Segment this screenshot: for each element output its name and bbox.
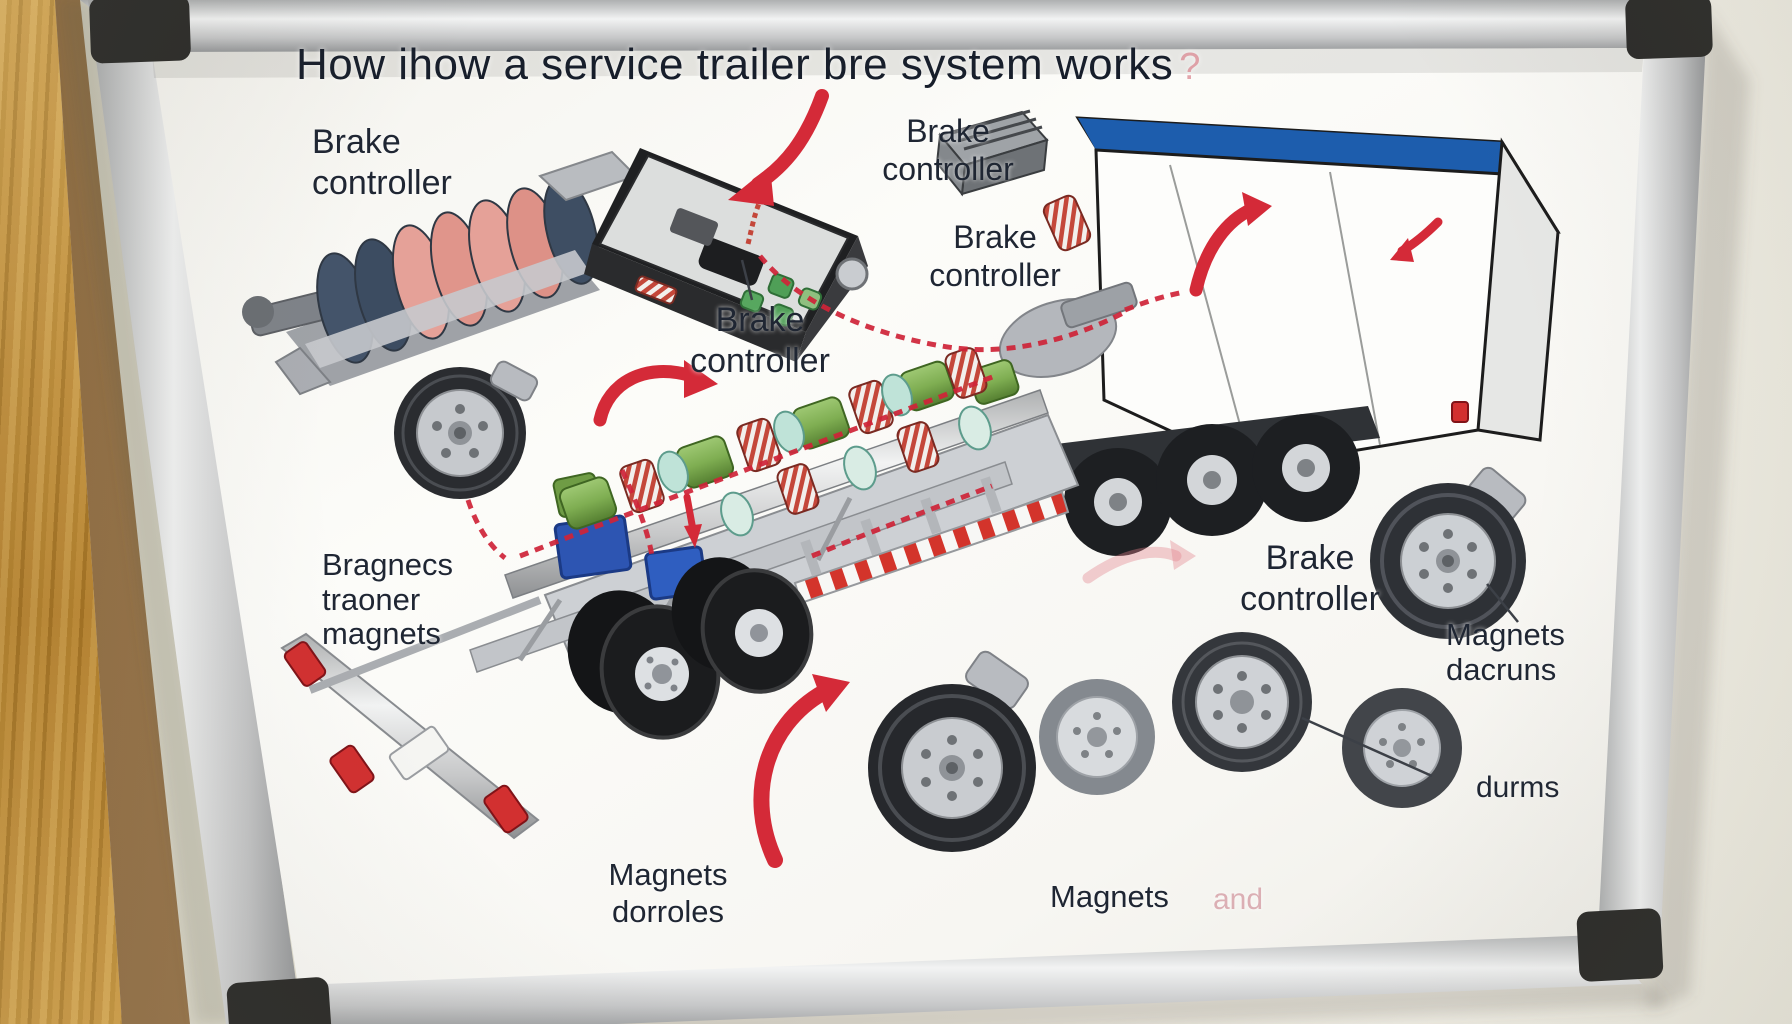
trailer-wheels [567, 557, 814, 740]
brake-magnet-row-lower [720, 405, 992, 537]
truck-wheels [1064, 414, 1360, 556]
red-flow-arrows [593, 89, 1443, 868]
frame-corner-caps [89, 0, 1713, 1024]
brake-drums [868, 466, 1527, 852]
corner-cap-bottom-left [226, 977, 332, 1024]
power-module-box [935, 109, 1049, 197]
wheel-hub-drum [394, 360, 539, 499]
frame-top-bar [80, 0, 1710, 54]
faint-pink-arrow [1082, 546, 1182, 584]
red-dashed-brake-wiring [465, 254, 1185, 560]
label-pointer-lines [740, 259, 1519, 778]
frame-left-bar [88, 0, 302, 1024]
whiteboard-frame [80, 0, 1710, 1024]
brake-magnet-row [552, 347, 988, 530]
trailer-rear-bumper [280, 596, 542, 840]
brake-drum-medium [1172, 632, 1312, 772]
frame-bottom-bar [268, 930, 1642, 1024]
box-truck [1048, 116, 1561, 556]
trailer-chassis-with-magnets [280, 347, 1080, 840]
brake-drum-lower-right [1342, 688, 1462, 808]
corner-cap-top-right [1625, 0, 1713, 60]
brake-drum-top-right [1370, 466, 1527, 639]
frame-inner-shadow [152, 48, 1644, 78]
corner-cap-top-left [89, 0, 191, 64]
brake-drum-silver [1039, 679, 1155, 795]
electromagnet-coil-assembly [242, 150, 638, 396]
frame-right-bar [1595, 0, 1708, 950]
stake-posts [800, 476, 1002, 577]
corner-cap-bottom-right [1576, 908, 1664, 982]
brake-drum-large [868, 650, 1036, 852]
